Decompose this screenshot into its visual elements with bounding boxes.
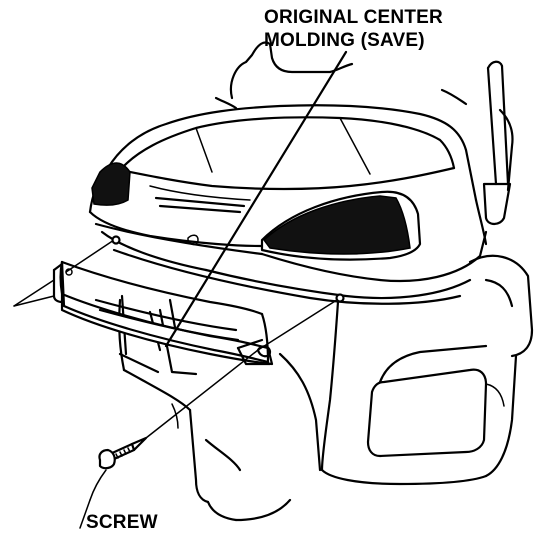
mounting-holes (111, 235, 345, 303)
trunk-body (88, 198, 488, 305)
callout-molding-line2: MOLDING (SAVE) (264, 30, 425, 51)
saddlebag (320, 254, 534, 486)
leader-lines (13, 50, 348, 529)
center-molding (52, 260, 274, 366)
screw-callout: SCREW (86, 512, 158, 533)
right-tail-lamp (260, 190, 422, 261)
trunk-lid (88, 104, 478, 214)
original-center-molding-callout: ORIGINAL CENTER MOLDING (SAVE) (264, 6, 443, 52)
rear-fender (118, 298, 322, 522)
left-tail-lamp (91, 162, 131, 206)
seat-backrest (214, 41, 514, 192)
screw (98, 436, 148, 470)
callout-molding-line1: ORIGINAL CENTER (264, 7, 443, 28)
antenna (482, 60, 512, 226)
